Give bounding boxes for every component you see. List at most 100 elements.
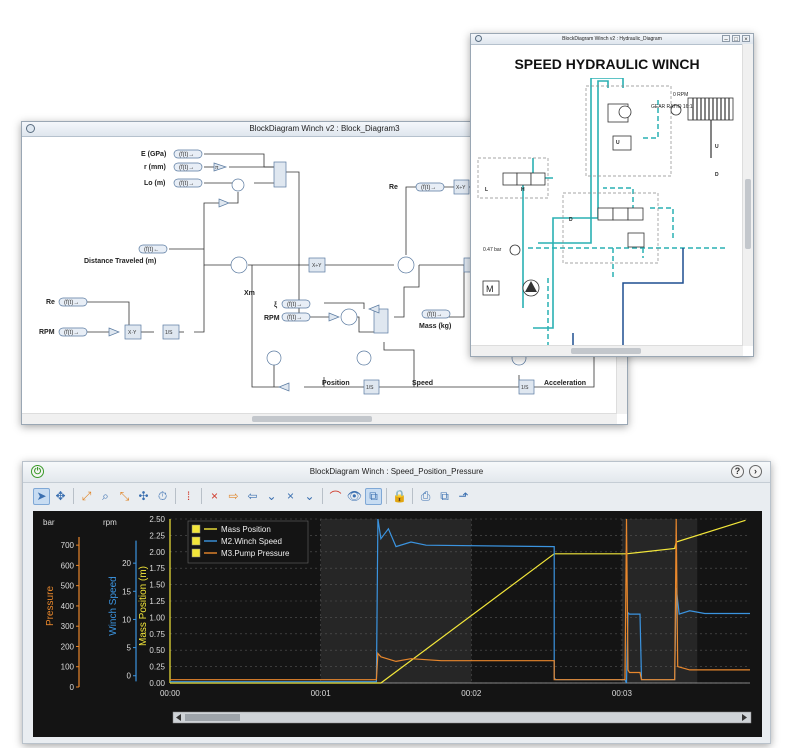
vscroll-thumb[interactable] (745, 179, 751, 249)
hydraulic-window: BlockDiagram Winch v2 : Hydraulic_Diagra… (470, 33, 754, 357)
lock-icon[interactable]: 🔒 (392, 489, 407, 503)
y-tick-label-pressure: 100 (61, 663, 75, 672)
svg-text:Mass (kg): Mass (kg) (419, 323, 451, 330)
hydraulic-vscrollbar[interactable] (742, 44, 753, 346)
y-tick-label-pressure: 500 (61, 582, 75, 591)
svg-text:D: D (715, 172, 719, 178)
y-tick-label-position: 1.00 (149, 613, 165, 622)
svg-text:M: M (486, 284, 494, 294)
hscroll-thumb[interactable] (571, 348, 641, 354)
svg-text:1/S: 1/S (366, 385, 374, 391)
svg-text:X÷Y: X÷Y (456, 185, 466, 191)
y-tick-label-position: 0.25 (149, 663, 165, 672)
x-tick-label: 00:03 (612, 689, 633, 698)
legend-entry: M3.Pump Pressure (221, 549, 290, 558)
block-labels: E (GPa) r (mm) Lo (m) Distance Traveled … (39, 151, 586, 387)
print-icon[interactable]: ⎙ (420, 488, 431, 503)
cursor-remove-icon[interactable]: ⇦ (247, 489, 258, 503)
zoom-x-icon[interactable]: ⤢ (81, 488, 92, 503)
chart-window: BlockDiagram Winch : Speed_Position_Pres… (22, 461, 771, 744)
y-tick-label-speed: 20 (122, 559, 131, 568)
hydraulic-titlebar[interactable]: BlockDiagram Winch v2 : Hydraulic_Diagra… (471, 34, 753, 45)
fx-blocks[interactable]: (f(t)→ (f(t)→ (f(t)→ (f(t)← (f(t)→ (f(t)… (58, 149, 451, 337)
marker-icon[interactable]: ⌒ (329, 489, 342, 504)
y-tick-label-position: 1.50 (149, 581, 165, 590)
block-diagram-title: BlockDiagram Winch v2 : Block_Diagram3 (249, 124, 400, 133)
legend-checkbox (191, 536, 201, 546)
svg-text:r (mm): r (mm) (144, 164, 166, 171)
y-tick-label-speed: 15 (122, 587, 131, 596)
svg-text:X·Y: X·Y (128, 330, 137, 336)
legend-box (187, 520, 309, 564)
x-tick-label: 00:00 (160, 689, 181, 698)
zoom-y-icon[interactable]: ⤡ (119, 488, 130, 503)
hscroll-thumb[interactable] (252, 416, 372, 422)
cursor-down-icon[interactable]: ⌄ (266, 489, 277, 503)
block-diagram-canvas[interactable]: (f(t)→ (f(t)→ (f(t)→ (f(t)← (f(t)→ (f(t)… (24, 137, 614, 412)
position-axis-title: Mass Position (m) (138, 566, 149, 646)
y-tick-label-position: 1.75 (149, 564, 165, 573)
chart-svg[interactable]: 0.000.250.500.751.001.251.501.752.002.25… (33, 511, 762, 737)
svg-text:(f(t)←: (f(t)← (144, 247, 159, 253)
y-tick-label-position: 2.50 (149, 515, 165, 524)
operator-blocks[interactable] (108, 161, 535, 395)
cursor-select-icon[interactable]: ⇨ (228, 489, 239, 503)
maximize-button[interactable]: □ (732, 35, 740, 43)
svg-text:U: U (616, 140, 620, 146)
pump-pressure-line (170, 518, 750, 681)
y-tick-label-pressure: 0 (70, 683, 75, 692)
svg-text:U: U (715, 144, 719, 150)
svg-text:(f(t)→: (f(t)→ (179, 165, 194, 171)
minimize-button[interactable]: – (722, 35, 730, 43)
legend-entry: M2.Winch Speed (221, 537, 282, 546)
svg-text:Distance Traveled (m): Distance Traveled (m) (84, 258, 156, 265)
svg-text:(f(t)→: (f(t)→ (64, 330, 79, 336)
svg-text:1/S: 1/S (521, 385, 529, 391)
toolbar-separator (412, 488, 413, 504)
close-button[interactable]: × (742, 35, 750, 43)
svg-text:0 RPM: 0 RPM (673, 92, 688, 98)
export-icon[interactable]: ⬏ (458, 489, 469, 503)
hydraulic-title: BlockDiagram Winch v2 : Hydraulic_Diagra… (562, 36, 662, 42)
eye-icon[interactable]: 👁 (346, 489, 363, 503)
pointer-icon[interactable]: ➤ (33, 487, 50, 505)
window-app-icon (475, 35, 482, 42)
svg-text:(f(t)→: (f(t)→ (64, 300, 79, 306)
svg-text:RPM: RPM (264, 315, 280, 322)
fit-icon[interactable]: ✣ (138, 489, 149, 503)
toolbar-separator (73, 488, 74, 504)
hydraulic-hscrollbar[interactable] (471, 345, 743, 356)
snapshot-icon[interactable]: ⧉ (365, 487, 382, 505)
copy-icon[interactable]: ⧉ (440, 488, 449, 503)
cursor-red-icon[interactable]: ⁞ (186, 489, 191, 503)
help-icon[interactable]: ? (731, 465, 744, 478)
speed-unit: rpm (103, 518, 117, 527)
cursor-add-icon[interactable]: × (210, 489, 218, 503)
cursor-down2-icon[interactable]: ⌄ (304, 489, 315, 503)
zoom-box-icon[interactable]: ⌕ (102, 488, 109, 503)
y-tick-label-pressure: 200 (61, 642, 75, 651)
timer-icon[interactable]: ⏱ (157, 488, 168, 503)
y-tick-label-position: 0.50 (149, 646, 165, 655)
svg-text:L: L (485, 187, 488, 193)
x-tick-label: 00:02 (461, 689, 482, 698)
svg-text:Speed: Speed (412, 380, 433, 387)
y-tick-label-position: 0.75 (149, 630, 165, 639)
y-tick-label-speed: 10 (122, 615, 131, 624)
pan-icon[interactable]: ✥ (55, 489, 66, 503)
power-icon[interactable]: ⏻ (31, 465, 44, 478)
hydraulic-heading: SPEED HYDRAULIC WINCH (514, 56, 700, 72)
chart-titlebar[interactable]: BlockDiagram Winch : Speed_Position_Pres… (23, 462, 770, 483)
legend-checkbox (191, 524, 201, 534)
block-diagram-hscrollbar[interactable] (22, 413, 617, 424)
svg-text:ξ: ξ (274, 302, 278, 309)
chevron-right-icon[interactable]: › (749, 465, 762, 478)
hydraulic-canvas[interactable]: GEAR RATIO 16:1 0 RPM 0.47 bar U D L H D… (473, 78, 743, 348)
svg-text:Acceleration: Acceleration (544, 380, 586, 387)
cursor-remove2-icon[interactable]: × (286, 489, 294, 503)
svg-text:Re: Re (46, 299, 55, 306)
svg-text:(f(t)→: (f(t)→ (421, 185, 436, 191)
chart-hscrollbar (172, 711, 752, 724)
y-tick-label-position: 0.00 (149, 679, 165, 688)
